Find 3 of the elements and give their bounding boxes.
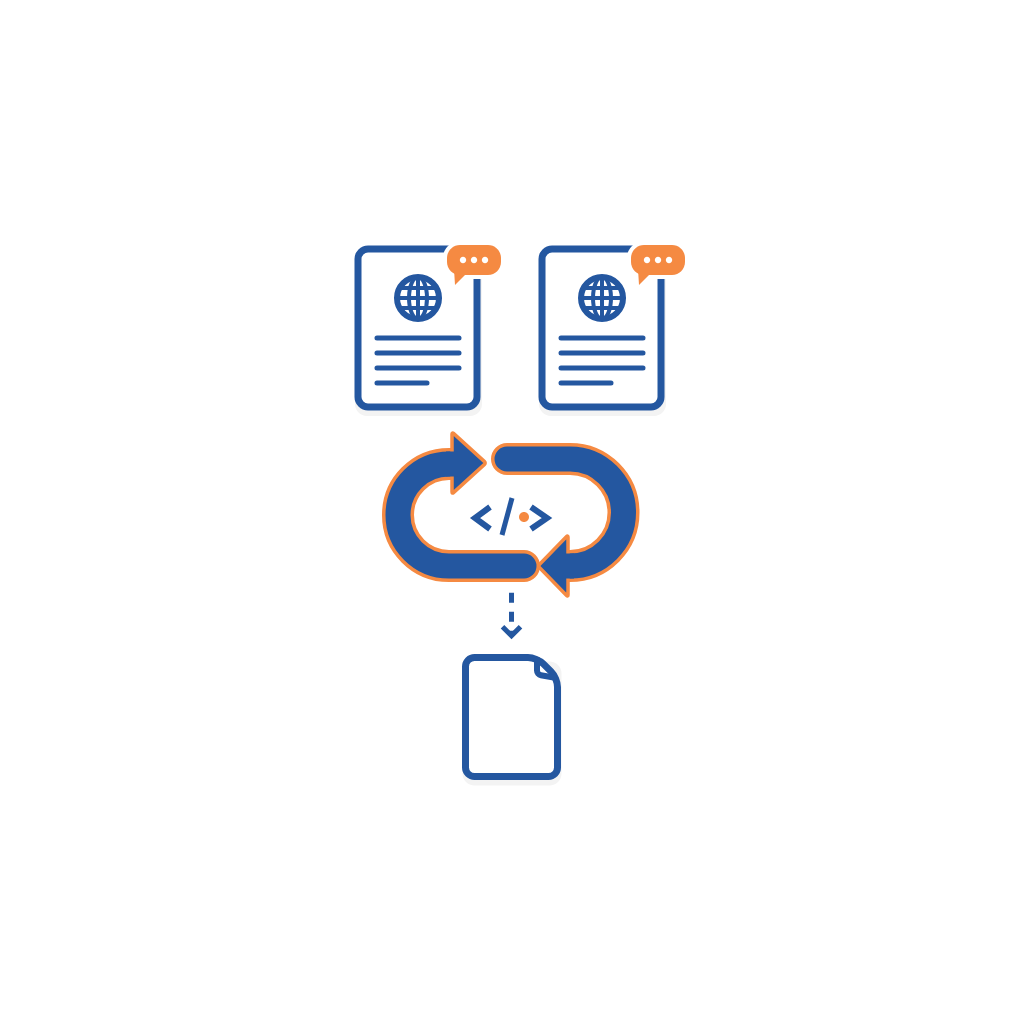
dashed-arrow — [500, 592, 523, 640]
cycle-arrows — [382, 431, 640, 598]
document-icon — [462, 654, 562, 786]
